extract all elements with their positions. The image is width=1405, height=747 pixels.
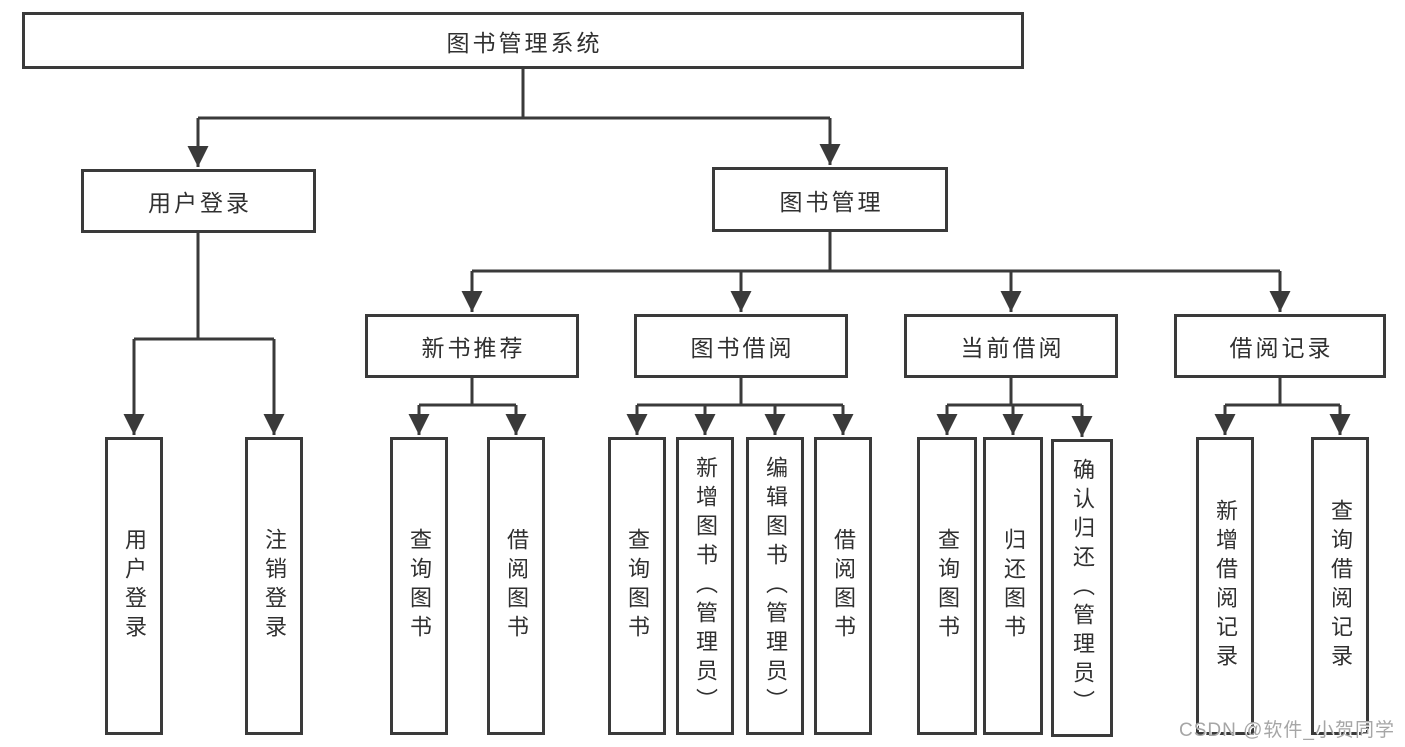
- node-new-book-recommend: 新书推荐: [365, 314, 579, 378]
- connector-bookmgmt-level3: [472, 232, 1280, 273]
- connector-currentborrow-leaves: [947, 378, 1082, 407]
- connector-userlogin-leaves: [134, 233, 274, 341]
- leaf-query-borrow-record: 查询借阅记录: [1311, 437, 1369, 735]
- leaf-query-books-borrow: 查询图书: [608, 437, 666, 735]
- leaf-add-book-admin: 新增图书（管理员）: [676, 437, 734, 735]
- leaf-return-books: 归还图书: [983, 437, 1043, 735]
- connector-newbooks-leaves: [419, 378, 516, 407]
- leaf-borrow-books: 借阅图书: [814, 437, 872, 735]
- node-user-login: 用户登录: [81, 169, 316, 233]
- connector-root-level2: [198, 69, 830, 120]
- leaf-confirm-return-admin: 确认归还（管理员）: [1051, 439, 1113, 737]
- leaf-user-login: 用户登录: [105, 437, 163, 735]
- leaf-edit-book-admin: 编辑图书（管理员）: [746, 437, 804, 735]
- node-current-borrow: 当前借阅: [904, 314, 1118, 378]
- connector-bookborrow-leaves: [637, 378, 843, 407]
- leaf-borrow-books-recommend: 借阅图书: [487, 437, 545, 735]
- node-book-management: 图书管理: [712, 167, 948, 232]
- leaf-logout: 注销登录: [245, 437, 303, 735]
- node-book-borrow: 图书借阅: [634, 314, 848, 378]
- node-borrow-records: 借阅记录: [1174, 314, 1386, 378]
- watermark: CSDN @软件_小贺同学: [1179, 720, 1395, 741]
- connector-borrowrecords-leaves: [1225, 378, 1340, 407]
- leaf-add-borrow-record: 新增借阅记录: [1196, 437, 1254, 735]
- node-root-library-system: 图书管理系统: [22, 12, 1024, 69]
- leaf-query-books-recommend: 查询图书: [390, 437, 448, 735]
- leaf-query-books-current: 查询图书: [917, 437, 977, 735]
